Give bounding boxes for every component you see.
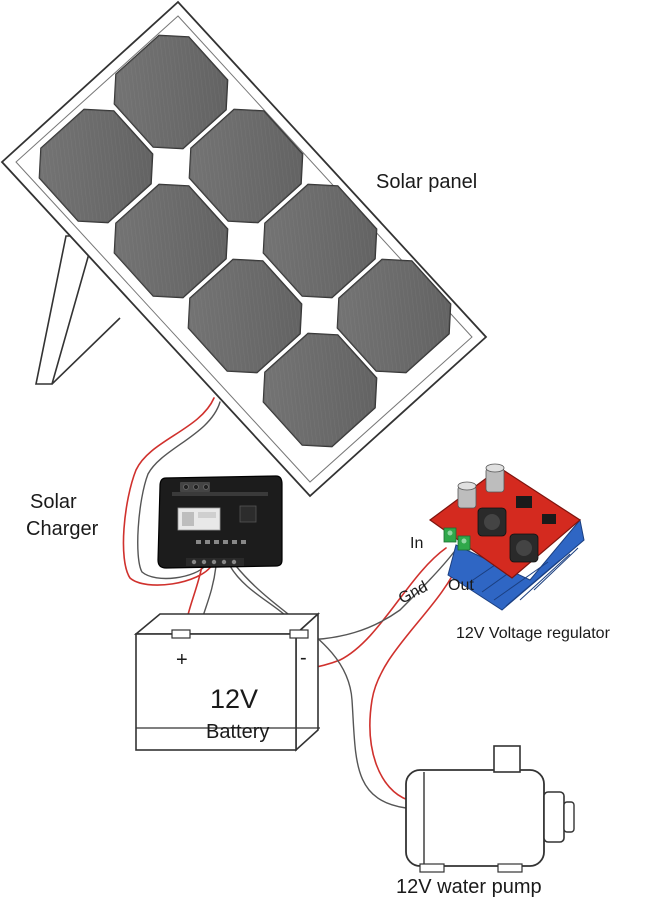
battery <box>133 612 321 752</box>
wire-reg-pump-red <box>369 559 461 801</box>
regulator-gnd-label: Gnd <box>396 578 431 607</box>
regulator-name-label: 12V Voltage regulator <box>456 625 611 642</box>
solar-cell-shade <box>188 259 302 373</box>
battery-voltage-label: 12V <box>210 684 258 714</box>
charger-leds <box>196 540 246 544</box>
regulator-out-label: Out <box>448 577 474 594</box>
water-pump <box>405 745 575 873</box>
pump-body <box>405 769 545 867</box>
solar-charger-label-line2: Charger <box>26 518 99 540</box>
battery-minus-label: - <box>300 647 307 669</box>
panel-stand <box>35 235 96 385</box>
wire-panel-red <box>122 397 215 586</box>
battery-body <box>135 633 297 751</box>
wire-battery-reg-gnd <box>299 551 455 641</box>
solar-cell-shade <box>189 109 303 223</box>
solar-cell-shade <box>263 184 377 298</box>
regulator-terminals <box>443 527 471 551</box>
wiring <box>122 397 461 809</box>
regulator-capacitors <box>457 463 505 509</box>
charger-terminals <box>186 558 244 566</box>
regulator-in-label: In <box>410 535 423 552</box>
charger-button <box>239 505 257 523</box>
pump-name-label: 12V water pump <box>396 876 542 898</box>
solar-cell-shade <box>114 184 228 298</box>
wire-gnd-pump-gray <box>235 565 407 809</box>
solar-cell-shade <box>114 35 228 149</box>
regulator-inductors <box>477 507 539 563</box>
solar-charger <box>157 475 283 569</box>
pump-inlet <box>543 791 565 843</box>
battery-terminal-negative <box>289 629 309 639</box>
wire-panel-gray <box>137 401 221 580</box>
solar-cell-shade <box>263 333 377 447</box>
solar-charger-label-line1: Solar <box>30 491 77 513</box>
solar-cells <box>38 34 452 448</box>
battery-terminal-positive <box>171 629 191 639</box>
battery-name-label: Battery <box>206 721 269 743</box>
solar-panel <box>0 0 488 498</box>
voltage-regulator <box>428 463 585 611</box>
solar-cell-shade <box>39 109 153 223</box>
solar-cell-shade <box>337 259 451 373</box>
pump-outlet <box>493 745 521 773</box>
battery-plus-label: + <box>176 649 188 671</box>
solar-panel-label: Solar panel <box>376 171 477 193</box>
